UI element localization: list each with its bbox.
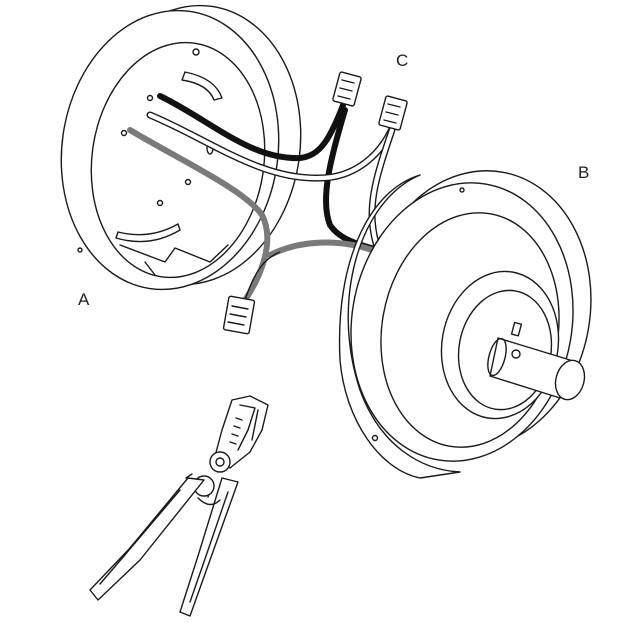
label-c: C: [396, 51, 408, 70]
wire-stripper-icon: [89, 395, 269, 617]
connector-white: [378, 95, 408, 131]
label-a: A: [78, 290, 90, 309]
label-b: B: [578, 163, 589, 182]
mounting-plate-a: [60, 4, 302, 291]
connector-gray: [222, 295, 256, 335]
motor-housing-b: [338, 170, 592, 479]
wire-bundle: [127, 93, 399, 303]
connector-black: [332, 71, 362, 107]
connector-c: [222, 71, 408, 335]
